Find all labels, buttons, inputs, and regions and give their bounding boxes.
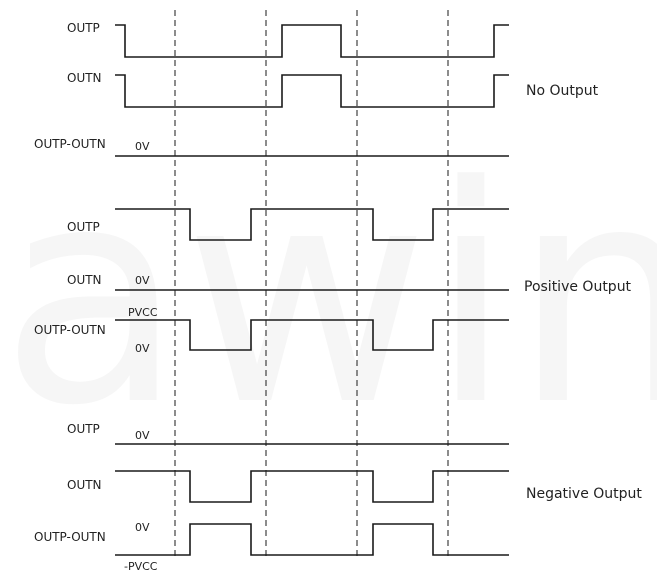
watermark: awinic [0,122,657,471]
signal-label-diff-1: OUTP-OUTN [34,137,106,151]
signal-label-outn-3: OUTN [67,478,102,492]
signal-label-diff-2: OUTP-OUTN [34,323,106,337]
signal-label-outp-3: OUTP [67,422,100,436]
level-label-0v-2: 0V [135,274,150,287]
level-label-neg-pvcc: -PVCC [124,560,158,573]
waveform-outn-1 [115,74,509,108]
waveform-outp-1 [115,24,509,58]
level-label-0v-1: 0V [135,140,150,153]
group-label-negative-output: Negative Output [526,486,642,502]
signal-label-diff-3: OUTP-OUTN [34,530,106,544]
level-label-0v-4: 0V [135,429,150,442]
group-label-positive-output: Positive Output [524,279,632,295]
level-label-pvcc: PVCC [128,306,158,319]
level-label-0v-3: 0V [135,342,150,355]
signal-label-outn-2: OUTN [67,273,102,287]
group-label-no-output: No Output [526,83,599,99]
waveform-diff-2 [115,319,509,351]
waveform-outp-2 [115,208,509,241]
waveform-diff-3 [115,523,509,556]
waveform-outn-3 [115,470,509,503]
signal-label-outn-1: OUTN [67,71,102,85]
signal-label-outp-1: OUTP [67,21,100,35]
signal-label-outp-2: OUTP [67,220,100,234]
level-label-0v-5: 0V [135,521,150,534]
